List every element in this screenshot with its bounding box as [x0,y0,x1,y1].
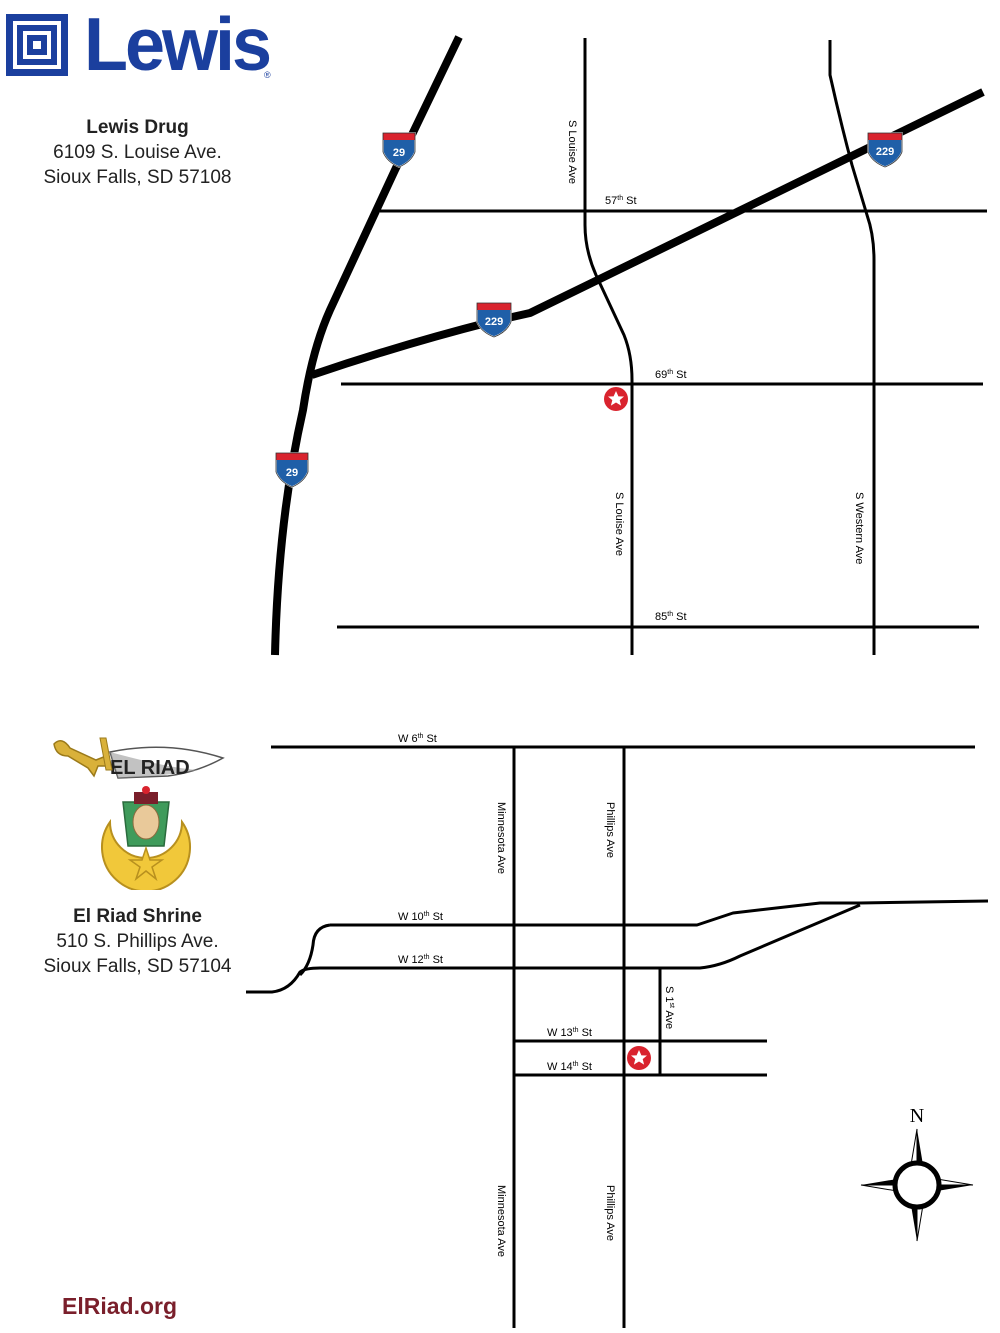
i29-shield-north: 29 [382,132,416,168]
i29-highway [271,35,463,656]
i229-shield-west: 229 [476,302,512,338]
lewis-logo: Lewis ® [6,3,276,87]
el-riad-shrine-info: El Riad Shrine 510 S. Phillips Ave. Siou… [20,904,255,979]
i29-shield-south: 29 [275,452,309,488]
shrine-name: El Riad Shrine [73,906,202,927]
western-avenue [828,40,876,655]
lewis-store-city: Sioux Falls, SD 57108 [43,167,232,188]
shrine-city: Sioux Falls, SD 57104 [43,956,232,977]
minnesota-avenue-label-north: Minnesota Ave [495,802,507,874]
s-1st-avenue-label: S 1st Ave [663,986,675,1029]
svg-text:229: 229 [876,146,894,158]
western-avenue-label: S Western Ave [853,492,865,564]
el-riad-banner-text: EL RIAD [110,757,190,779]
lewis-location-marker-icon [604,387,628,411]
map-bottom: W 6th St W 10th St W 12th St W 13th St W… [246,733,989,1328]
lewis-store-name: Lewis Drug [86,117,189,138]
phillips-avenue-label-south: Phillips Ave [604,1185,616,1241]
lewis-store-address: 6109 S. Louise Ave. [53,142,222,163]
i229-shield-east: 229 [867,132,903,168]
lewis-wordmark: Lewis [84,3,272,88]
louise-avenue [583,38,634,655]
shrine-address: 510 S. Phillips Ave. [56,931,219,952]
w-10th-street [330,899,989,927]
lewis-store-info: Lewis Drug 6109 S. Louise Ave. Sioux Fal… [20,115,255,190]
shrine-location-marker-icon [627,1046,651,1070]
69th-street-label: 69th St [655,369,687,381]
w-12th-street-label: W 12th St [398,954,443,966]
minnesota-avenue-label-south: Minnesota Ave [495,1185,507,1257]
el-riad-emblem: EL RIAD [53,737,225,890]
phillips-avenue-label-north: Phillips Ave [604,802,616,858]
louise-avenue-label-south: S Louise Ave [613,492,625,556]
louise-avenue-label-north: S Louise Ave [566,120,578,184]
svg-text:29: 29 [393,147,405,159]
svg-text:229: 229 [485,316,503,328]
registered-mark: ® [264,70,271,80]
svg-text:29: 29 [286,467,298,479]
compass-rose-icon: N [860,1105,974,1242]
w-12th-street [246,903,861,994]
compass-north-label: N [910,1105,924,1127]
w-13th-street-label: W 13th St [547,1027,592,1039]
57th-street-label: 57th St [605,195,637,207]
w-14th-street-label: W 14th St [547,1061,592,1073]
85th-street-label: 85th St [655,611,687,623]
map-top: 57th St 69th St 85th St S Louise Ave S L… [271,35,987,656]
website-link[interactable]: ElRiad.org [62,1293,178,1319]
lewis-square-icon [6,14,68,76]
w-6th-street-label: W 6th St [398,733,437,745]
w-10th-street-label: W 10th St [398,911,443,923]
